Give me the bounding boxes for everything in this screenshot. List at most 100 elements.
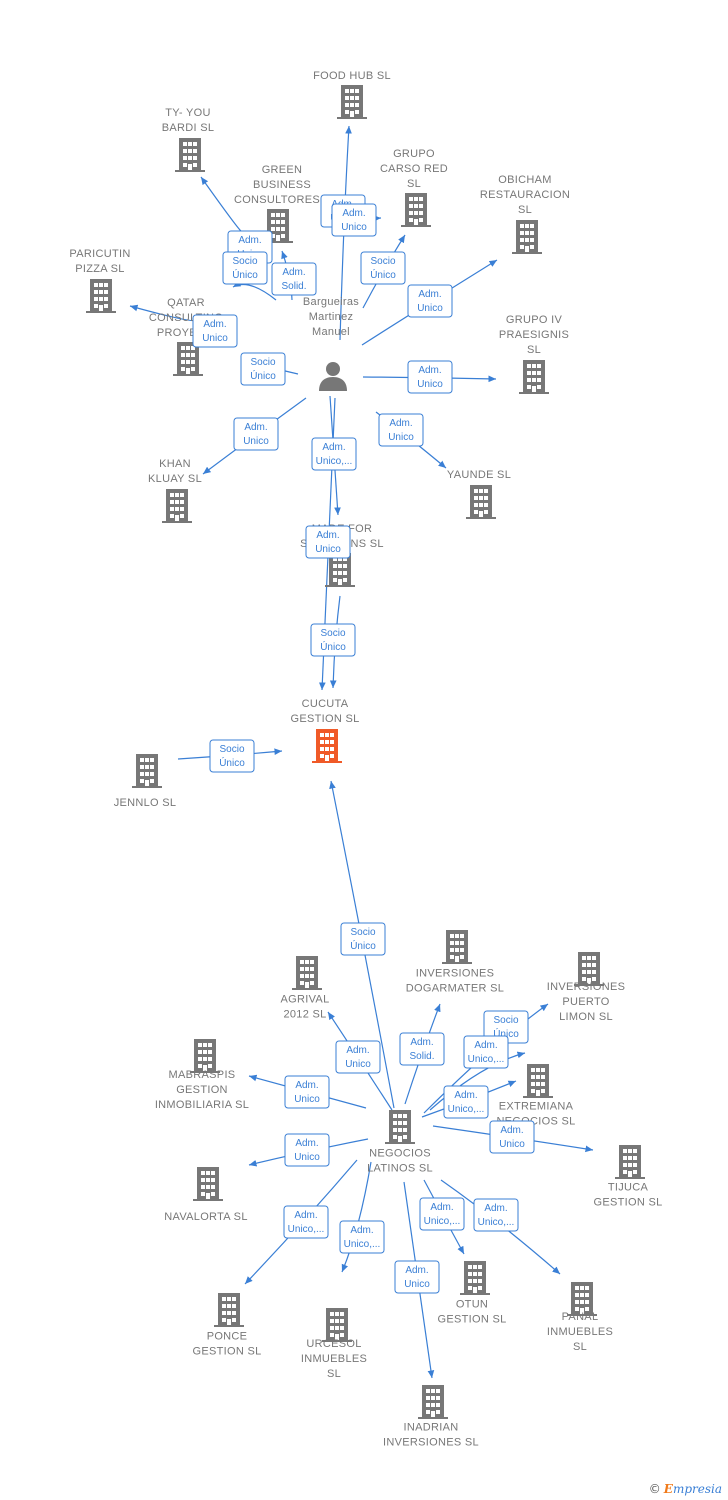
building-icon	[86, 279, 116, 313]
relation-label-box	[271, 262, 317, 296]
relation-label-text: Socio	[350, 927, 375, 938]
relation-label-text: Unico,...	[316, 456, 353, 467]
company-node-khan[interactable]: KHAN KLUAY SL	[148, 458, 202, 523]
company-node-grupo-carso-label-line: SL	[407, 178, 421, 190]
relation-label[interactable]: Adm.Unico,...	[339, 1220, 385, 1254]
relation-label[interactable]: Adm.Unico	[305, 525, 351, 559]
company-node-grupo-iv-label-line: PRAESIGNIS	[499, 329, 569, 341]
relation-label-box	[240, 352, 286, 386]
company-node-navalorta[interactable]: NAVALORTA SL	[164, 1167, 247, 1223]
relation-label-text: Adm.	[282, 267, 305, 278]
relation-label[interactable]: Adm.Unico	[407, 360, 453, 394]
relation-label-text: Adm.	[294, 1210, 317, 1221]
relation-label-text: Adm.	[342, 208, 365, 219]
relation-label-text: Adm.	[454, 1090, 477, 1101]
relation-label[interactable]: Adm.Unico	[284, 1075, 330, 1109]
relation-label-box	[443, 1085, 489, 1119]
company-node-yaunde[interactable]: YAUNDE SL	[447, 469, 511, 519]
relation-label[interactable]: Adm.Unico	[407, 284, 453, 318]
relation-label[interactable]: Adm.Unico	[489, 1120, 535, 1154]
relation-label[interactable]: Adm.Unico,...	[443, 1085, 489, 1119]
relation-label-text: Único	[250, 369, 276, 382]
relation-label-text: Unico	[388, 432, 414, 443]
company-node-food-hub[interactable]: FOOD HUB SL	[313, 70, 391, 119]
relation-label[interactable]: Adm.Unico	[284, 1133, 330, 1167]
company-node-panal-label-line: PANAL	[562, 1311, 599, 1323]
relation-edge	[232, 280, 277, 301]
relation-label-box	[399, 1032, 445, 1066]
company-node-green[interactable]: GREENBUSINESSCONSULTORES...	[234, 164, 330, 243]
relation-label-text: Socio	[493, 1015, 518, 1026]
relation-label[interactable]: Adm.Unico	[233, 417, 279, 451]
building-icon	[214, 1293, 244, 1327]
company-node-grupo-iv-label-line: SL	[527, 344, 541, 356]
relation-label[interactable]: Adm.Unico	[394, 1260, 440, 1294]
relation-label-text: Solid.	[281, 281, 306, 292]
company-node-mabraspis-label-line: MABRASPIS	[169, 1069, 236, 1081]
building-icon	[190, 1039, 220, 1073]
relation-label[interactable]: Adm.Unico,...	[311, 437, 357, 471]
company-node-otun-label-line: GESTION SL	[437, 1314, 506, 1326]
company-node-paricutin-label-line: PARICUTIN	[69, 248, 130, 260]
company-node-green-label-line: CONSULTORES...	[234, 194, 330, 206]
relation-label[interactable]: Adm.Unico	[335, 1040, 381, 1074]
relation-label-box	[463, 1035, 509, 1069]
relation-label-box	[209, 739, 255, 773]
relation-label[interactable]: Adm.Unico,...	[473, 1198, 519, 1232]
relation-label[interactable]: Adm.Unico,...	[283, 1205, 329, 1239]
relation-label-text: Adm.	[418, 365, 441, 376]
relation-label[interactable]: Adm.Unico,...	[419, 1197, 465, 1231]
relation-label[interactable]: Adm.Unico	[192, 314, 238, 348]
relation-label[interactable]: Adm. Solid.	[271, 262, 317, 296]
relation-label-text: Socio	[320, 628, 345, 639]
relation-label-box	[339, 1220, 385, 1254]
relation-label[interactable]: Adm.Solid.	[399, 1032, 445, 1066]
company-node-puerto-limon-label-line: LIMON SL	[559, 1011, 613, 1023]
company-node-khan-label-line: KLUAY SL	[148, 473, 202, 485]
company-node-jennlo[interactable]: JENNLO SL	[114, 754, 177, 809]
relation-label-text: Adm.	[238, 235, 261, 246]
building-icon	[322, 1308, 352, 1342]
relation-label-box	[340, 922, 386, 956]
relation-label-box	[394, 1260, 440, 1294]
relation-label-text: Adm.	[430, 1202, 453, 1213]
company-node-agrival-label-line: 2012 SL	[283, 1009, 326, 1021]
company-node-mabraspis-label-line: INMOBILIARIA SL	[155, 1099, 249, 1111]
company-node-extremiana-label-line: EXTREMIANA	[499, 1101, 574, 1113]
relation-label-text: Unico	[404, 1279, 430, 1290]
relation-label[interactable]: Adm.Unico	[331, 203, 377, 237]
relation-label[interactable]: Adm.Unico,...	[463, 1035, 509, 1069]
person-icon	[319, 362, 347, 391]
relation-label[interactable]: Adm.Unico	[378, 413, 424, 447]
company-node-khan-label-line: KHAN	[159, 458, 191, 470]
relation-label-box	[305, 525, 351, 559]
relation-label-text: Adm.	[295, 1138, 318, 1149]
